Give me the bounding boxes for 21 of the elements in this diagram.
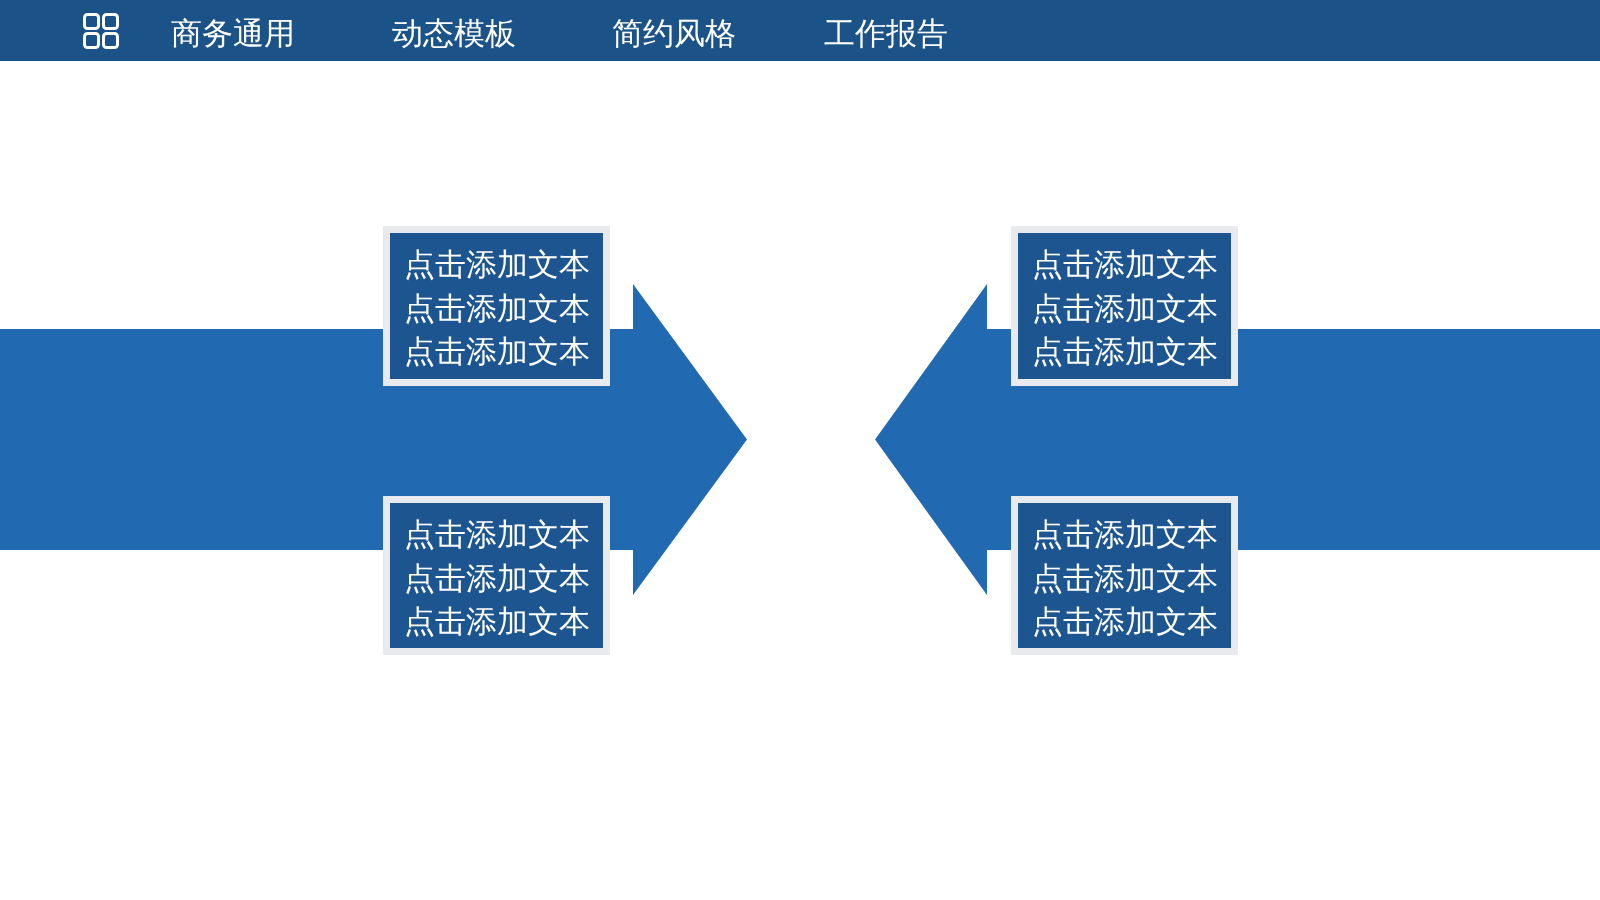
text-card xyxy=(383,496,610,655)
placeholder-text: 点击添加文本 xyxy=(1030,602,1219,641)
header-bar xyxy=(0,0,1600,61)
placeholder-text: 点击添加文本 xyxy=(1030,332,1219,371)
placeholder-text: 点击添加文本 xyxy=(1030,288,1219,328)
placeholder-text: 点击添加文本 xyxy=(1030,515,1219,554)
nav-item: 动态模板 xyxy=(392,14,516,53)
placeholder-text: 点击添加文本 xyxy=(1030,245,1219,284)
text-card xyxy=(1011,226,1238,386)
placeholder-text: 点击添加文本 xyxy=(402,245,591,284)
placeholder-text: 点击添加文本 xyxy=(1030,558,1219,598)
placeholder-text: 点击添加文本 xyxy=(402,515,591,554)
nav-item: 工作报告 xyxy=(824,14,948,53)
placeholder-text: 点击添加文本 xyxy=(402,558,591,598)
text-card xyxy=(1011,496,1238,655)
nav-item: 简约风格 xyxy=(612,14,736,53)
placeholder-text: 点击添加文本 xyxy=(402,602,591,641)
placeholder-text: 点击添加文本 xyxy=(402,332,591,371)
placeholder-text: 点击添加文本 xyxy=(402,288,591,328)
nav-item: 商务通用 xyxy=(171,14,295,53)
text-card xyxy=(383,226,610,386)
